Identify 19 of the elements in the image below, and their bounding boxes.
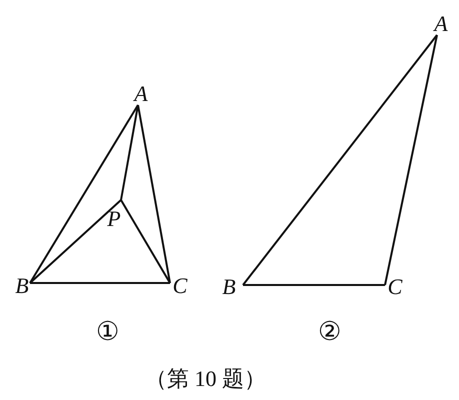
point-label: A — [133, 83, 149, 105]
point-label: P — [106, 208, 122, 230]
line-segment — [242, 34, 438, 286]
line-segment — [384, 34, 438, 286]
point-label: B — [14, 275, 30, 297]
point-label: C — [387, 276, 403, 298]
line-segment — [137, 104, 171, 284]
line-segment — [29, 199, 122, 284]
line-segment — [29, 104, 139, 284]
line-segment — [243, 284, 385, 286]
line-segment — [30, 282, 170, 284]
point-label: B — [221, 276, 237, 298]
figure-number: ② — [318, 318, 342, 346]
line-segment — [120, 200, 171, 284]
point-label: C — [172, 275, 188, 297]
point-label: A — [433, 13, 449, 35]
caption: （第 10 题） — [145, 366, 266, 392]
line-segment — [120, 104, 139, 200]
figure-number: ① — [96, 318, 120, 346]
